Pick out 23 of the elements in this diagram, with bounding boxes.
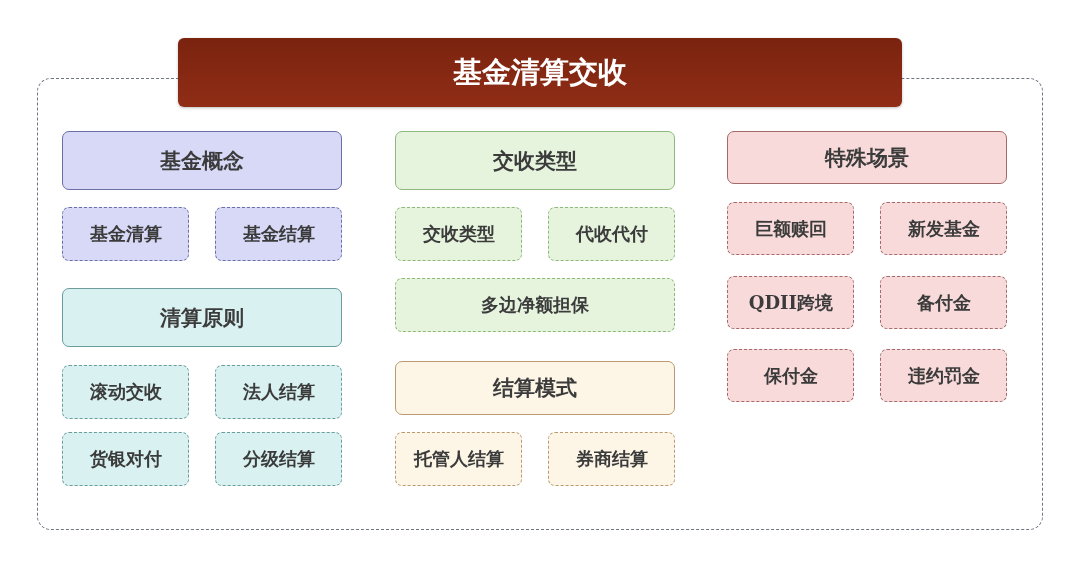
item-box: 代收代付 (548, 207, 676, 262)
item-box: 新发基金 (880, 202, 1008, 256)
item-box: 备付金 (880, 276, 1008, 330)
item-box: 基金清算 (62, 207, 190, 262)
category-box: 清算原则 (62, 288, 343, 348)
item-box: 分级结算 (215, 432, 343, 487)
item-box: 托管人结算 (395, 432, 523, 487)
category-box: 特殊场景 (727, 131, 1008, 185)
item-box: QDII跨境 (727, 276, 855, 330)
category-box: 基金概念 (62, 131, 343, 191)
item-box: 多边净额担保 (395, 278, 676, 333)
item-box: 货银对付 (62, 432, 190, 487)
item-box: 基金结算 (215, 207, 343, 262)
item-box: 违约罚金 (880, 349, 1008, 403)
item-box: 滚动交收 (62, 365, 190, 420)
item-box: 法人结算 (215, 365, 343, 420)
category-box: 交收类型 (395, 131, 676, 191)
item-box: 券商结算 (548, 432, 676, 487)
item-box: 巨额赎回 (727, 202, 855, 256)
item-box: 保付金 (727, 349, 855, 403)
item-box: 交收类型 (395, 207, 523, 262)
category-box: 结算模式 (395, 361, 676, 416)
title-banner: 基金清算交收 (178, 38, 902, 107)
